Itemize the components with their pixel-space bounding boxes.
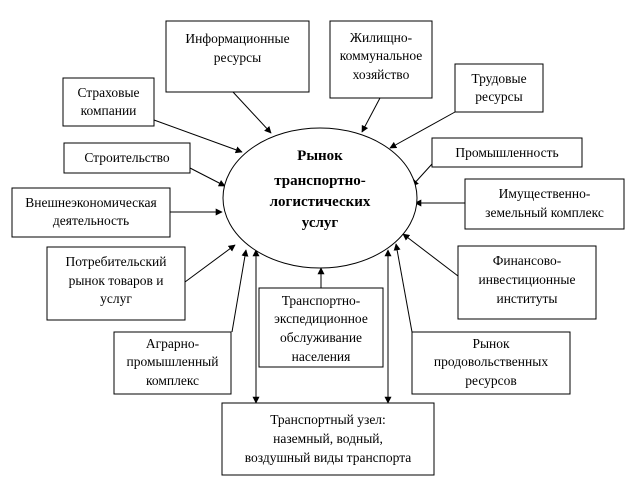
node-hub-line-2: наземный, водный, xyxy=(273,431,383,446)
node-hub-line-3: воздушный виды транспорта xyxy=(245,450,412,465)
node-agro-line-2: промышленный xyxy=(127,354,219,369)
node-foreign-box xyxy=(11,187,171,238)
node-forwarding-line-4: населения xyxy=(292,349,351,364)
node-foreign: Внешнеэкономическая деятельность xyxy=(11,187,171,238)
node-foreign-line-1: Внешнеэкономическая xyxy=(25,195,156,210)
node-construction-line-1: Строительство xyxy=(84,150,170,165)
node-labor-box xyxy=(454,63,544,113)
node-hub: Транспортный узел: наземный, водный, воз… xyxy=(221,402,435,476)
node-forwarding-line-3: обслуживание xyxy=(280,330,362,345)
node-construction: Строительство xyxy=(63,142,191,174)
node-info: Информационные ресурсы xyxy=(165,20,310,93)
arrow-consumer-to-center xyxy=(184,244,236,283)
node-info-line-2: ресурсы xyxy=(214,50,261,65)
node-finance-line-1: Финансово- xyxy=(493,253,562,268)
node-consumer-line-2: рынок товаров и xyxy=(69,273,164,288)
arrow-insurance-to-center xyxy=(153,119,243,154)
node-housing-line-2: коммунальное xyxy=(340,48,423,63)
node-property-box xyxy=(464,178,625,230)
node-insurance-box xyxy=(62,77,155,127)
node-labor-line-1: Трудовые xyxy=(471,71,526,86)
node-industry-box xyxy=(431,137,583,168)
node-finance-box xyxy=(457,245,597,320)
node-housing: Жилищно- коммунальное хозяйство xyxy=(329,20,433,99)
node-finance-line-2: инвестиционные xyxy=(479,272,576,287)
node-agro-line-1: Аграрно- xyxy=(146,336,200,351)
arrow-agro-to-center xyxy=(231,249,249,333)
arrow-labor-to-center xyxy=(389,111,456,149)
node-agro-box xyxy=(113,331,232,395)
node-agro: Аграрно- промышленный комплекс xyxy=(113,331,232,395)
node-property: Имущественно- земельный комплекс xyxy=(464,178,625,230)
node-food-line-3: ресурсов xyxy=(465,373,517,388)
node-forwarding: Транспортно- экспедиционное обслуживание… xyxy=(258,287,384,368)
node-food-box xyxy=(411,331,571,395)
node-housing-line-3: хозяйство xyxy=(353,67,410,82)
node-property-line-2: земельный комплекс xyxy=(485,205,604,220)
node-hub-line-1: Транспортный узел: xyxy=(270,412,386,427)
node-agro-line-3: комплекс xyxy=(146,373,199,388)
central-label-line-3: логистических xyxy=(270,194,371,210)
central-label-line-4: услуг xyxy=(302,215,339,231)
node-hub-box xyxy=(221,402,435,476)
node-forwarding-line-2: экспедиционное xyxy=(274,311,368,326)
node-finance: Финансово- инвестиционные институты xyxy=(457,245,597,320)
arrow-construction-to-center xyxy=(189,167,226,187)
node-construction-box xyxy=(63,142,191,174)
node-consumer: Потребительский рынок товаров и услуг xyxy=(46,246,186,321)
arrow-food-to-center xyxy=(393,243,413,333)
node-housing-line-1: Жилищно- xyxy=(350,30,413,45)
node-insurance: Страховые компании xyxy=(62,77,155,127)
node-forwarding-box xyxy=(258,287,384,368)
node-finance-line-3: институты xyxy=(496,291,557,306)
central-node: Рынок транспортно- логистических услуг xyxy=(222,127,418,269)
arrow-industry-to-center xyxy=(411,163,433,187)
node-consumer-box xyxy=(46,246,186,321)
node-consumer-line-3: услуг xyxy=(100,291,132,306)
central-oval xyxy=(222,127,418,269)
arrow-info-to-center xyxy=(232,91,272,134)
node-labor-line-2: ресурсы xyxy=(475,89,522,104)
arrow-finance-to-center xyxy=(402,233,459,277)
node-property-line-1: Имущественно- xyxy=(499,186,591,201)
arrow-housing-to-center xyxy=(361,97,381,133)
central-label-line-2: транспортно- xyxy=(274,173,366,189)
node-industry: Промышленность xyxy=(431,137,583,168)
node-foreign-line-2: деятельность xyxy=(53,213,129,228)
central-label-line-1: Рынок xyxy=(297,148,343,164)
node-consumer-line-1: Потребительский xyxy=(65,254,166,269)
node-industry-line-1: Промышленность xyxy=(455,145,558,160)
node-food: Рынок продовольственных ресурсов xyxy=(411,331,571,395)
node-labor: Трудовые ресурсы xyxy=(454,63,544,113)
node-food-line-2: продовольственных xyxy=(434,354,548,369)
node-insurance-line-2: компании xyxy=(81,103,137,118)
node-info-box xyxy=(165,20,310,93)
node-food-line-1: Рынок xyxy=(472,336,510,351)
node-housing-box xyxy=(329,20,433,99)
node-insurance-line-1: Страховые xyxy=(77,85,139,100)
arrows xyxy=(153,91,465,404)
node-forwarding-line-1: Транспортно- xyxy=(282,293,361,308)
node-info-line-1: Информационные xyxy=(185,31,289,46)
